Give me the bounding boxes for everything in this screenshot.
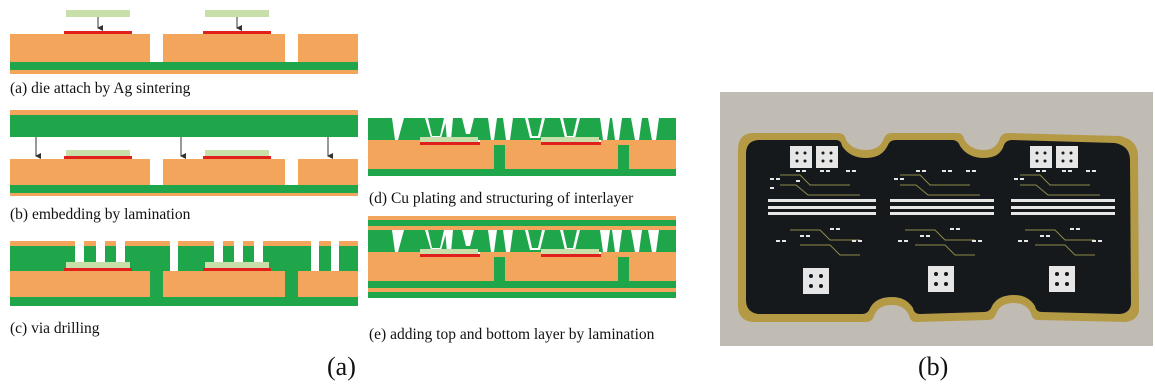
caption-step-b: (b) embedding by lamination [10, 206, 191, 223]
busbars [768, 199, 1115, 215]
caption-step-c: (c) via drilling [10, 320, 100, 337]
caption-step-e: (e) adding top and bottom layer by lamin… [369, 326, 655, 343]
smd-pads [770, 170, 1102, 242]
step-b-cross-section [10, 110, 358, 196]
caption-step-a: (a) die attach by Ag sintering [10, 80, 191, 97]
step-c-cross-section [10, 240, 358, 306]
lower-pads [803, 266, 1075, 294]
pcb-photo [720, 92, 1153, 346]
upper-pads [790, 146, 1078, 168]
step-e-cross-section [368, 216, 676, 298]
panel-label-b: (b) [918, 352, 949, 381]
traces [780, 174, 1100, 256]
step-a-cross-section [10, 10, 358, 74]
caption-step-d: (d) Cu plating and structuring of interl… [369, 190, 634, 207]
step-d-cross-section [368, 118, 676, 179]
panel-label-a: (a) [327, 352, 356, 381]
